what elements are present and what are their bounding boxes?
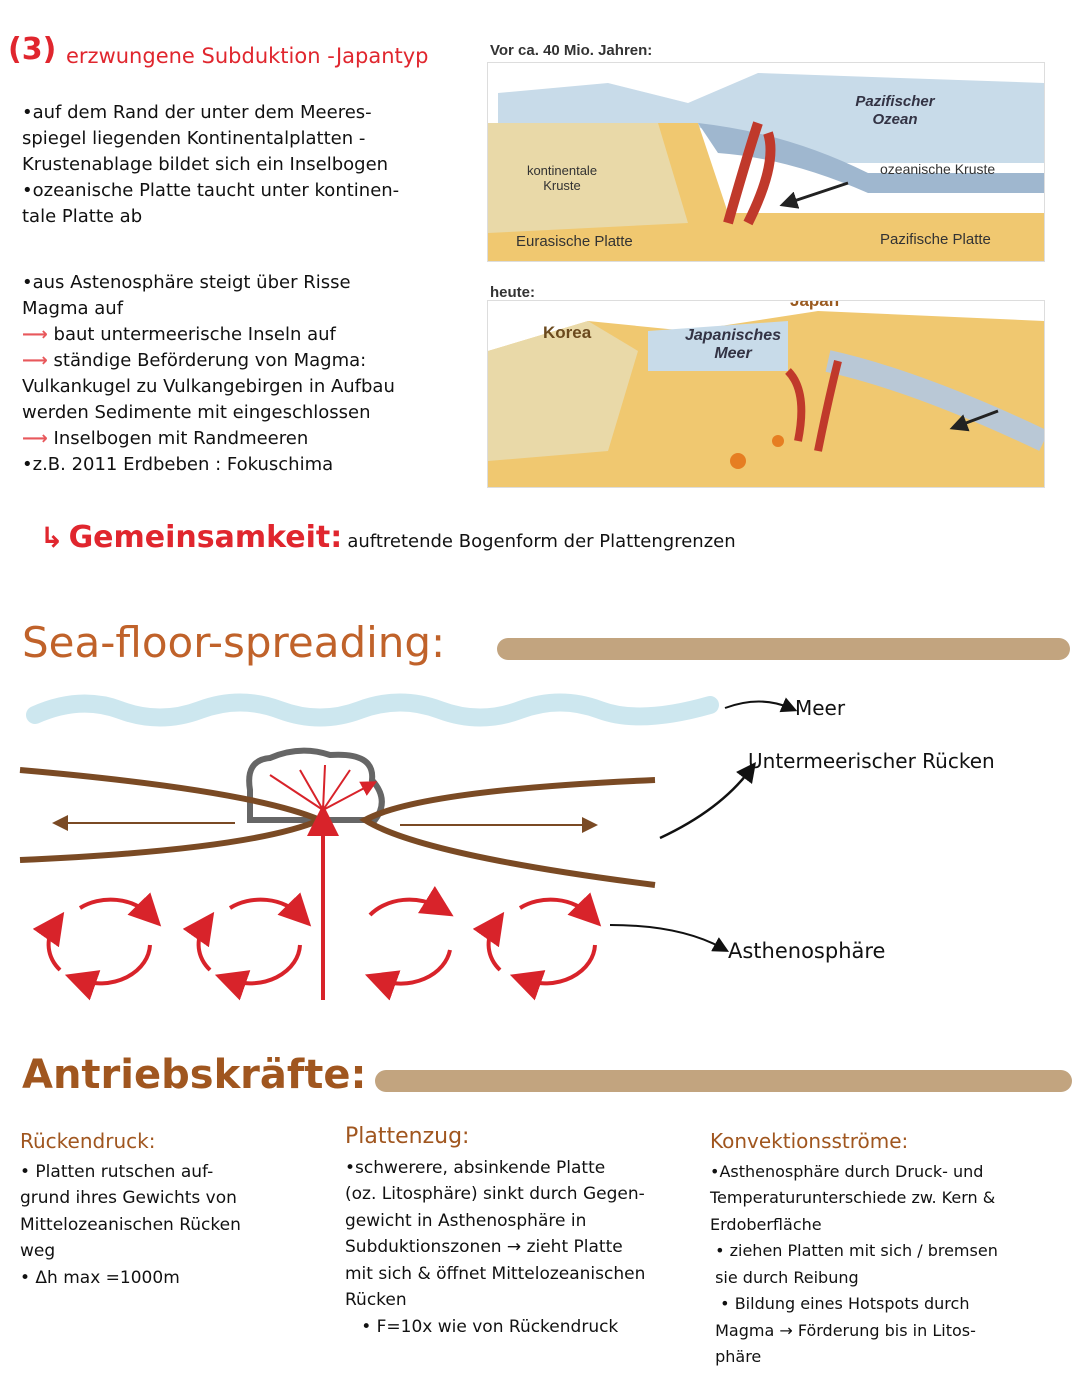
text-line: • Platten rutschen auf- (20, 1161, 214, 1182)
common-label: Gemeinsamkeit: (68, 520, 343, 555)
text-line: weg (20, 1241, 56, 1261)
figure-caption: Vor ca. 40 Mio. Jahren: (490, 42, 653, 59)
common-feature: ↳ Gemeinsamkeit: auftretende Bogenform d… (40, 520, 736, 555)
pointer-astheno (609, 924, 730, 952)
text-line: •ozeanische Platte taucht unter kontinen… (22, 180, 400, 201)
column-slab-pull: Plattenzug: •schwerere, absinkende Platt… (345, 1124, 645, 1340)
text-line: •auf dem Rand der unter dem Meeres- (22, 102, 372, 123)
sea-wave (26, 693, 719, 727)
text-line: Mittelozeanischen Rücken (20, 1214, 241, 1235)
subduction-illustration-today (488, 301, 1044, 487)
text-line: werden Sedimente mit eingeschlossen (22, 402, 371, 423)
text-line: spiegel liegenden Kontinentalplatten - (22, 128, 366, 149)
text-line: Magma auf (22, 298, 124, 319)
heading-forces: Antriebskräfte: (22, 1052, 367, 1098)
text-line: • ziehen Platten mit sich / bremsen (710, 1241, 998, 1260)
magma-chamber (246, 747, 385, 823)
column-heading: Rückendruck: (20, 1129, 156, 1153)
text-line: mit sich & öffnet Mittelozeanischen (345, 1263, 646, 1284)
common-text: auftretende Bogenform der Plattengrenzen (347, 531, 736, 552)
arrow-icon: ⟶ (22, 428, 48, 449)
text-line: •aus Astenosphäre steigt über Risse (22, 272, 351, 293)
label-japan: Japan (790, 300, 840, 310)
section-number: (3) (8, 32, 57, 67)
seafloor-diagram (19, 693, 798, 1001)
text-line: Temperaturunterschiede zw. Kern & (710, 1188, 996, 1207)
text-line: grund ihres Gewichts von (20, 1188, 237, 1208)
figure-today: Korea Japan Japanisches Meer (487, 300, 1045, 488)
label-korea: Korea (543, 323, 592, 342)
label-pacific-plate: Pazifische Platte (880, 231, 991, 248)
convection-cells (32, 885, 602, 1001)
text-line: Inselbogen mit Randmeeren (53, 428, 309, 449)
text-line: Subduktionszonen → zieht Platte (345, 1237, 623, 1257)
subduction-illustration-past (488, 63, 1044, 261)
text-line: Erdoberfläche (710, 1214, 822, 1234)
text-line: •Asthenosphäre durch Druck- und (710, 1161, 984, 1181)
text-line: sie durch Reibung (710, 1267, 859, 1287)
label-asthenosphere: Asthenosphäre (728, 939, 886, 963)
section-title: erzwungene Subduktion -Japantyp (66, 44, 429, 68)
label-pacific-ocean: Pazifischer Ozean (855, 93, 935, 128)
column-ridge-push: Rückendruck: • Platten rutschen auf- gru… (20, 1128, 241, 1291)
text-line: phäre (710, 1347, 762, 1366)
figure-past: Pazifischer Ozean kontinentale Kruste oz… (487, 62, 1045, 262)
text-line: • F=10x wie von Rückendruck (345, 1316, 619, 1337)
arrow-icon: ⟶ (22, 324, 48, 345)
hook-arrow-icon: ↳ (40, 521, 64, 554)
pointer-ridge (659, 762, 757, 840)
heading-seafloor: Sea-floor-spreading: (22, 618, 446, 667)
label-oceanic-crust: ozeanische Kruste (880, 161, 996, 177)
text-line: Magma → Förderung bis in Litos- (710, 1320, 976, 1340)
text-line: ständige Beförderung von Magma: (53, 350, 367, 371)
text-line: Rücken (345, 1290, 407, 1310)
text-line: Krustenablage bildet sich ein Inselbogen (22, 154, 389, 175)
column-convection: Konvektionsströme: •Asthenosphäre durch … (710, 1128, 998, 1371)
text-line: baut untermeerische Inseln auf (53, 324, 336, 345)
text-line: gewicht in Asthenosphäre in (345, 1210, 587, 1231)
pointer-sea (724, 697, 798, 713)
text-line: • Bildung eines Hotspots durch (710, 1294, 970, 1313)
text-line: Vulkankugel zu Vulkangebirgen in Aufbau (22, 376, 395, 397)
section3-text: •auf dem Rand der unter dem Meeres- spie… (22, 100, 399, 478)
heading-underline-bar (375, 1070, 1072, 1092)
heading-underline-bar (497, 638, 1070, 660)
text-line: •z.B. 2011 Erdbeben : Fokuschima (22, 454, 334, 475)
figure-caption: heute: (490, 284, 535, 301)
label-japanese-sea: Japanisches Meer (684, 327, 782, 362)
label-ridge: Untermeerischer Rücken (748, 749, 995, 773)
column-heading: Konvektionsströme: (710, 1129, 909, 1153)
text-line: (oz. Litosphäre) sinkt durch Gegen- (345, 1184, 645, 1204)
label-eurasian-plate: Eurasische Platte (516, 233, 633, 250)
text-line: •schwerere, absinkende Platte (345, 1157, 606, 1178)
plate-right (359, 777, 656, 888)
label-continental-crust: kontinentale Kruste (526, 163, 598, 193)
text-line: • Δh max =1000m (20, 1267, 180, 1288)
label-sea: Meer (795, 696, 846, 720)
text-line: tale Platte ab (22, 206, 143, 227)
arrow-icon: ⟶ (22, 350, 48, 371)
column-heading: Plattenzug: (345, 1124, 470, 1149)
